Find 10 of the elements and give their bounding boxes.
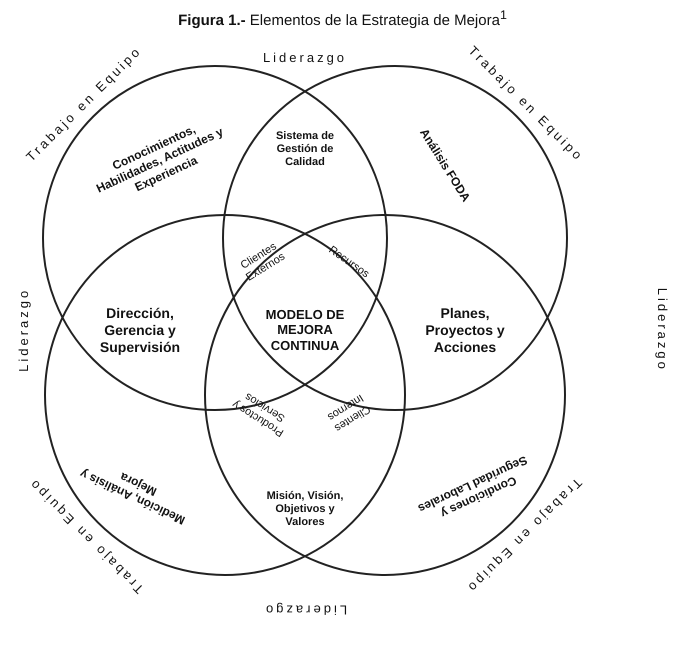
region-label: Planes, Proyectos y Acciones — [424, 305, 506, 356]
center-label: MODELO DE MEJORA CONTINUA — [264, 306, 346, 354]
region-label: Sistema de Gestión de Calidad — [274, 130, 336, 170]
region-label: Misión, Visión, Objetivos y Valores — [266, 490, 344, 530]
region-label: Dirección, Gerencia y Supervisión — [98, 305, 182, 356]
ring-label: Liderazgo — [654, 286, 670, 374]
ring-label: Liderazgo — [16, 286, 32, 374]
ring-label: Liderazgo — [262, 602, 348, 618]
ring-label: Liderazgo — [262, 50, 348, 66]
figure-title: Figura 1.- Elementos de la Estrategia de Mejora$^{1}$ — [177, 8, 508, 29]
